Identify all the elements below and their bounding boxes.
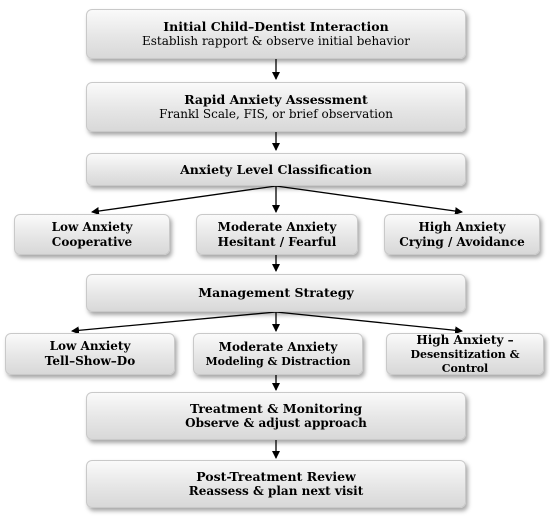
node-subtitle: Hesitant / Fearful: [217, 234, 337, 249]
node-high-anxiety-management: High Anxiety – Desensitization & Control: [386, 333, 544, 375]
node-title: High Anxiety –: [416, 332, 514, 347]
node-high-anxiety: High Anxiety Crying / Avoidance: [384, 214, 540, 255]
node-title: Rapid Anxiety Assessment: [184, 91, 368, 107]
node-subtitle: Establish rapport & observe initial beha…: [141, 34, 410, 49]
arrow-classification-to-high: [275, 185, 463, 215]
arrow-classification-to-low: [91, 185, 277, 215]
node-management-strategy: Management Strategy: [86, 274, 466, 312]
node-moderate-anxiety: Moderate Anxiety Hesitant / Fearful: [196, 214, 358, 255]
node-title: Management Strategy: [198, 285, 354, 301]
node-initial-interaction: Initial Child–Dentist Interaction Establ…: [86, 9, 466, 59]
node-anxiety-classification: Anxiety Level Classification: [86, 153, 466, 186]
node-subtitle: Observe & adjust approach: [185, 416, 367, 431]
node-rapid-assessment: Rapid Anxiety Assessment Frankl Scale, F…: [86, 82, 466, 132]
node-subtitle: Frankl Scale, FIS, or brief observation: [159, 107, 393, 122]
node-low-anxiety: Low Anxiety Cooperative: [14, 214, 170, 255]
node-title: Treatment & Monitoring: [189, 400, 363, 416]
node-title: Low Anxiety: [51, 219, 133, 234]
node-title: Initial Child–Dentist Interaction: [163, 18, 389, 34]
node-title: Post-Treatment Review: [196, 468, 356, 484]
node-subtitle: Reassess & plan next visit: [188, 484, 364, 499]
node-subtitle: Tell–Show–Do: [44, 354, 136, 368]
arrow-strategy-to-high-mgmt: [275, 311, 463, 335]
node-moderate-anxiety-management: Moderate Anxiety Modeling & Distraction: [193, 333, 363, 375]
node-title: Moderate Anxiety: [217, 219, 337, 234]
node-title: High Anxiety: [418, 219, 506, 234]
arrow-strategy-to-low-mgmt: [71, 311, 277, 335]
node-post-treatment-review: Post-Treatment Review Reassess & plan ne…: [86, 460, 466, 508]
node-subtitle: Modeling & Distraction: [205, 354, 351, 368]
node-title: Anxiety Level Classification: [180, 161, 372, 177]
node-low-anxiety-management: Low Anxiety Tell–Show–Do: [5, 333, 175, 375]
node-title: Low Anxiety: [49, 339, 131, 353]
node-subtitle: Desensitization & Control: [410, 347, 520, 375]
node-treatment-monitoring: Treatment & Monitoring Observe & adjust …: [86, 392, 466, 440]
node-subtitle: Cooperative: [51, 234, 133, 249]
node-title: Moderate Anxiety: [218, 339, 338, 354]
node-subtitle: Crying / Avoidance: [399, 234, 525, 249]
